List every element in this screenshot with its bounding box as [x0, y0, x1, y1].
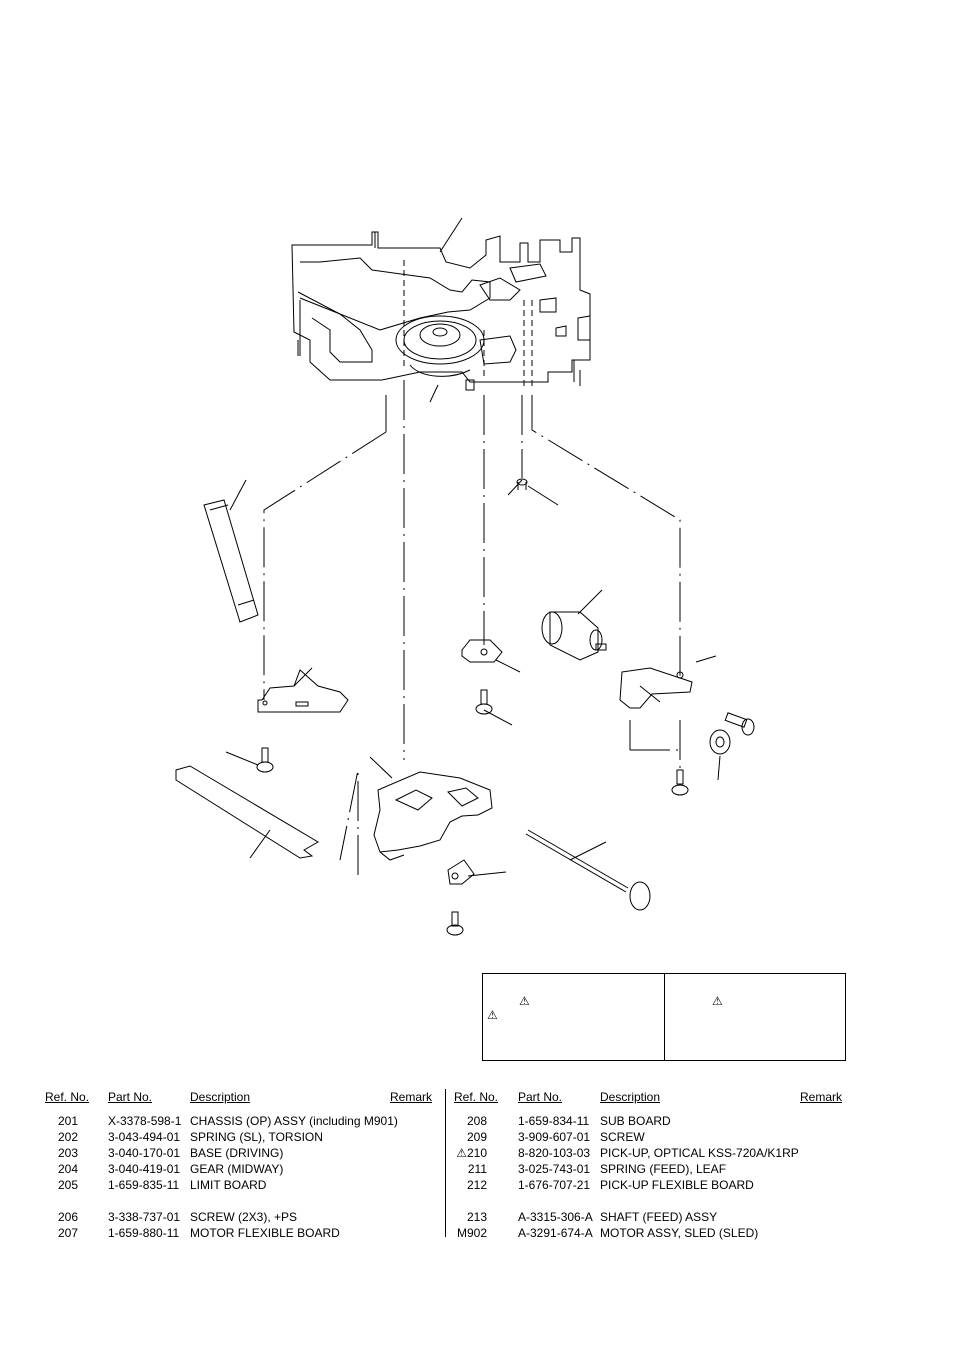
torsion-spring [447, 859, 475, 885]
spring-leaf-bracket [461, 639, 503, 663]
part-no: 8-820-103-03 [518, 1146, 591, 1160]
header-desc: Description [600, 1090, 661, 1104]
description: SPRING (SL), TORSION [190, 1130, 323, 1144]
part-no: 1-659-880-11 [108, 1226, 180, 1240]
screw-motor [671, 769, 689, 796]
table-row: 205 1-659-835-11 LIMIT BOARD [45, 1177, 435, 1193]
description: CHASSIS (OP) ASSY (including M901) [190, 1114, 398, 1128]
ref-no: 211 [467, 1162, 487, 1176]
limit-board [257, 669, 349, 713]
part-no: 3-025-743-01 [518, 1162, 591, 1176]
header-part: Part No. [518, 1090, 563, 1104]
ref-no: 204 [57, 1162, 78, 1176]
part-no: 1-659-834-11 [518, 1114, 590, 1128]
part-no: A-3315-306-A [518, 1210, 593, 1224]
warning-icon: ⚠ [712, 994, 723, 1008]
table-row: 204 3-040-419-01 GEAR (MIDWAY) [45, 1161, 435, 1177]
sub-board [175, 765, 319, 859]
base-driving-pickup [373, 771, 493, 861]
exploded-view-diagram [175, 217, 755, 936]
screw-limit [256, 747, 274, 773]
motor-bracket [619, 667, 693, 709]
warning-icon: ⚠ [519, 994, 530, 1008]
callout-lines [225, 217, 721, 877]
ref-no: ⚠210 [456, 1146, 487, 1160]
table-row: 209 3-909-607-01 SCREW [454, 1129, 844, 1145]
description: SHAFT (FEED) ASSY [600, 1210, 718, 1224]
table-header: Ref. No. Part No. Description Remark [454, 1089, 844, 1107]
screw-bottom [446, 911, 464, 936]
table-row: 203 3-040-170-01 BASE (DRIVING) [45, 1145, 435, 1161]
description: SCREW [600, 1130, 645, 1144]
table-row: 213 A-3315-306-A SHAFT (FEED) ASSY [454, 1209, 844, 1225]
table-row: ⚠210 8-820-103-03 PICK-UP, OPTICAL KSS-7… [454, 1145, 844, 1161]
ref-no: 205 [57, 1178, 78, 1192]
description: SPRING (FEED), LEAF [600, 1162, 727, 1176]
description: MOTOR ASSY, SLED (SLED) [600, 1226, 759, 1240]
chassis-op-assy [291, 231, 591, 391]
table-row: 212 1-676-707-21 PICK-UP FLEXIBLE BOARD [454, 1177, 844, 1193]
part-no: X-3378-598-1 [108, 1114, 182, 1128]
table-separator [445, 1089, 446, 1237]
table-row: 211 3-025-743-01 SPRING (FEED), LEAF [454, 1161, 844, 1177]
ref-no: 206 [57, 1210, 78, 1224]
description: SCREW (2X3), +PS [190, 1210, 298, 1224]
ref-no: 208 [466, 1114, 487, 1128]
part-no: A-3291-674-A [518, 1226, 593, 1240]
flexible-board-strip [203, 499, 259, 623]
part-no: 1-659-835-11 [108, 1178, 180, 1192]
table-row: 206 3-338-737-01 SCREW (2X3), +PS [45, 1209, 435, 1225]
ref-no: 202 [57, 1130, 78, 1144]
gear-midway [709, 729, 731, 755]
description: GEAR (MIDWAY) [190, 1162, 284, 1176]
warning-icon: ⚠ [487, 1008, 498, 1022]
header-desc: Description [190, 1090, 251, 1104]
shaft-feed [525, 829, 651, 911]
description: MOTOR FLEXIBLE BOARD [190, 1226, 340, 1240]
parts-table-left: Ref. No. Part No. Description Remark 201… [45, 1089, 435, 1241]
description: PICK-UP FLEXIBLE BOARD [600, 1178, 754, 1192]
ref-no: 213 [466, 1210, 487, 1224]
part-no: 3-040-419-01 [108, 1162, 181, 1176]
table-header: Ref. No. Part No. Description Remark [45, 1089, 435, 1107]
description: SUB BOARD [600, 1114, 671, 1128]
table-row: 202 3-043-494-01 SPRING (SL), TORSION [45, 1129, 435, 1145]
ref-no: M902 [456, 1226, 487, 1240]
sled-motor [541, 611, 607, 661]
description: BASE (DRIVING) [190, 1146, 284, 1160]
row-spacer [454, 1193, 844, 1209]
ref-no: 201 [57, 1114, 78, 1128]
description: PICK-UP, OPTICAL KSS-720A/K1RP [600, 1146, 799, 1160]
part-no: 3-909-607-01 [518, 1130, 591, 1144]
screw-spring [475, 689, 493, 715]
row-spacer [45, 1193, 435, 1209]
ref-no: 209 [466, 1130, 487, 1144]
table-row: 207 1-659-880-11 MOTOR FLEXIBLE BOARD [45, 1225, 435, 1241]
table-row: M902 A-3291-674-A MOTOR ASSY, SLED (SLED… [454, 1225, 844, 1241]
header-ref: Ref. No. [45, 1090, 90, 1104]
header-part: Part No. [108, 1090, 153, 1104]
table-row: 208 1-659-834-11 SUB BOARD [454, 1113, 844, 1129]
notice-divider [664, 974, 665, 1060]
part-no: 3-040-170-01 [108, 1146, 181, 1160]
ref-no: 212 [466, 1178, 487, 1192]
screw-horizontal [724, 712, 755, 736]
header-remark: Remark [390, 1090, 433, 1104]
screw-top-center [516, 478, 528, 490]
part-no: 1-676-707-21 [518, 1178, 591, 1192]
safety-notice-box: ⚠ ⚠ ⚠ [482, 973, 846, 1061]
part-no: 3-043-494-01 [108, 1130, 181, 1144]
table-row: 201 X-3378-598-1 CHASSIS (OP) ASSY (incl… [45, 1113, 435, 1129]
ref-no: 203 [57, 1146, 78, 1160]
assembly-guide-lines [263, 380, 681, 875]
header-remark: Remark [800, 1090, 843, 1104]
ref-no: 207 [57, 1226, 78, 1240]
part-no: 3-338-737-01 [108, 1210, 181, 1224]
description: LIMIT BOARD [190, 1178, 267, 1192]
assembly-axis-lines [403, 260, 533, 390]
header-ref: Ref. No. [454, 1090, 499, 1104]
parts-table-right: Ref. No. Part No. Description Remark 208… [454, 1089, 844, 1241]
